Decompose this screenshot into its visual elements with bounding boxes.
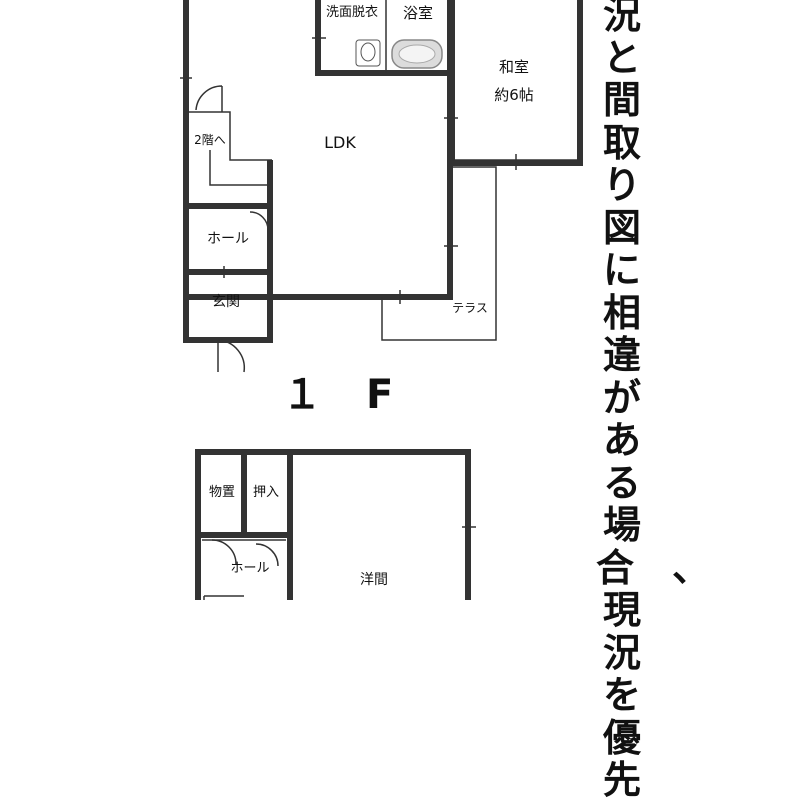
wash-bath-walls [315, 0, 450, 76]
stair-notch [186, 111, 272, 161]
label-storage: 物置 [209, 485, 235, 500]
hall-2f-stair [203, 595, 244, 600]
hall-2f-door [211, 539, 279, 567]
floor-2f [195, 449, 476, 600]
hall-door-swing [249, 211, 269, 231]
floor-plan: 洗面脱衣 浴室 和室 約6帖 LDK 2階へ ホール 玄関 テラス 物置 押入 … [180, 0, 583, 600]
label-terrace: テラス [452, 301, 488, 315]
wash-basin [360, 42, 376, 62]
bathtub-inner [398, 44, 436, 64]
entrance-door [217, 339, 246, 373]
label-western-room: 洋間 [360, 572, 388, 588]
label-japanese-room-size: 約6帖 [494, 86, 534, 104]
label-japanese-room: 和室 [499, 58, 529, 76]
wash-sink [355, 39, 381, 67]
label-hall-1f: ホール [207, 231, 249, 247]
left-column-wall [183, 110, 273, 343]
label-hall-2f: ホール [230, 561, 269, 576]
label-closet: 押入 [253, 485, 279, 500]
stair-line [209, 150, 270, 186]
stair-door-swing [195, 85, 223, 112]
label-entrance: 玄関 [212, 293, 240, 310]
floor-label: １ F [282, 372, 396, 418]
outer-wall-2f [195, 449, 471, 600]
vertical-note: 況と間取り図に相違がある場合 、現況を優先 [596, 0, 711, 802]
wall-ticks [180, 37, 517, 304]
hall-2f-wall [195, 535, 293, 600]
japanese-room-wall [449, 0, 583, 166]
label-ldk: LDK [324, 133, 356, 152]
terrace-outline [381, 166, 497, 341]
label-bath: 浴室 [403, 4, 433, 22]
floor-1f [180, 0, 583, 373]
label-washroom: 洗面脱衣 [326, 4, 378, 20]
label-to-2f: 2階へ [194, 132, 226, 147]
